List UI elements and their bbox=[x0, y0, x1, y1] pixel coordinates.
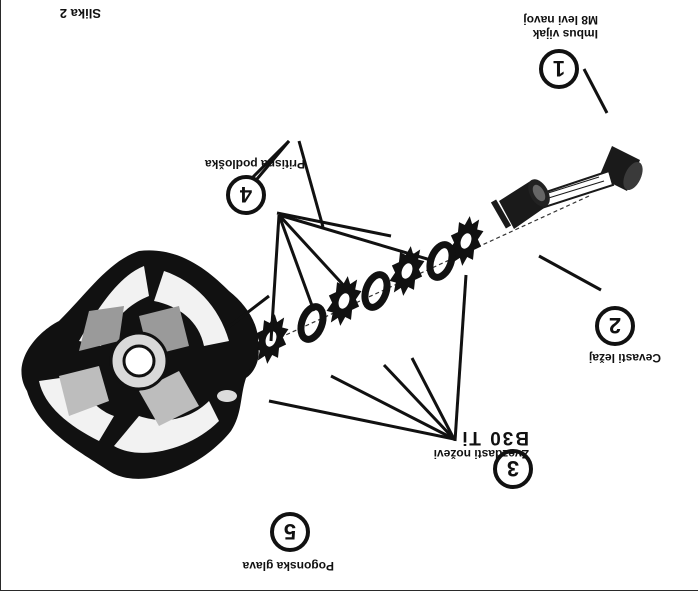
number-marker-3: 3 bbox=[493, 449, 533, 489]
number-1-text: 1 bbox=[553, 56, 565, 81]
figure-label: Slika 2 bbox=[59, 6, 101, 21]
number-marker-5: 5 bbox=[270, 512, 310, 552]
part-3-label: Zvezdasti noževi B30 Ti bbox=[434, 427, 529, 461]
number-marker-4: 4 bbox=[226, 175, 266, 215]
number-4-text: 4 bbox=[239, 182, 252, 207]
star-blade-hole-3 bbox=[338, 293, 350, 309]
part-1-label-line-1: Imbus vijak bbox=[532, 27, 598, 41]
number-2-text: 2 bbox=[609, 313, 621, 338]
part-3-label-line-2: B30 Ti bbox=[460, 427, 529, 448]
number-marker-1: 1 bbox=[539, 49, 579, 89]
number-5-text: 5 bbox=[284, 519, 296, 544]
part-2-label: Cevasti ležaj bbox=[588, 351, 661, 365]
part-number-markers: 1 2 3 4 5 bbox=[226, 49, 635, 552]
star-blade-hole-1 bbox=[460, 233, 472, 249]
number-marker-2: 2 bbox=[595, 306, 635, 346]
drive-head-part bbox=[21, 250, 259, 479]
part-1-label: Imbus vijak M8 levi navoj bbox=[523, 13, 598, 41]
part-1-label-line-2: M8 levi navoj bbox=[523, 13, 598, 27]
part-4-label: Pritisna podloška bbox=[204, 157, 305, 171]
tubular-bearing-part bbox=[490, 179, 550, 229]
leader-lines bbox=[225, 68, 609, 442]
star-blade-hole-2 bbox=[401, 263, 413, 279]
part-5-label: Pogonska glava bbox=[242, 559, 334, 573]
part-3-label-line-1: Zvezdasti noževi bbox=[433, 447, 529, 461]
number-3-text: 3 bbox=[507, 456, 519, 481]
